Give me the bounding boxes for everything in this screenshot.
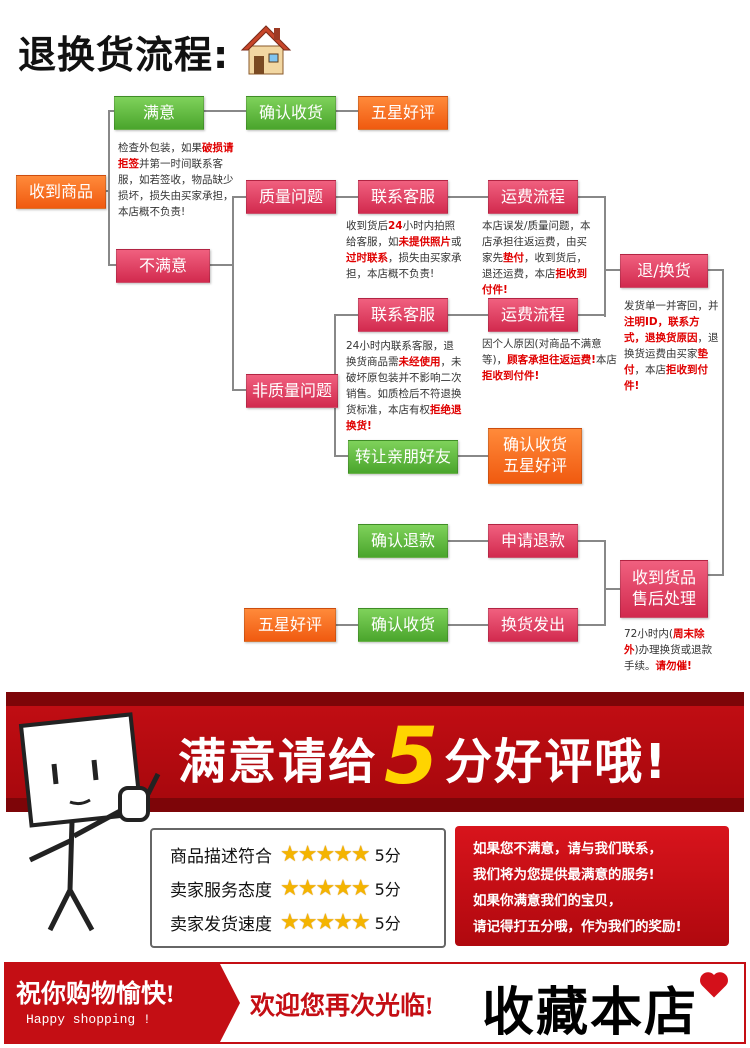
- five-star-box: 五星好评: [358, 96, 448, 130]
- plea-line: 如果您不满意，请与我们联系，: [473, 841, 662, 857]
- five-star-box-2: 五星好评: [244, 608, 336, 642]
- plea-line: 我们将为您提供最满意的服务!: [473, 867, 655, 883]
- banner-text: 满意请给 5 分好评哦!: [178, 712, 668, 802]
- happy-cn: 祝你购物愉快!: [16, 981, 175, 1008]
- exchange-ship-box: 换货发出: [488, 608, 578, 642]
- confirm-five-line1: 确认收货: [502, 435, 567, 455]
- banner-text-b: 分好评哦!: [444, 734, 669, 790]
- freight-flow-box-1: 运费流程: [488, 180, 578, 214]
- banner-text-num: 5: [384, 712, 439, 802]
- aftersale-line2: 售后处理: [631, 589, 696, 608]
- apply-refund-box: 申请退款: [488, 524, 578, 558]
- heart-icon: [700, 972, 728, 998]
- quality-issue-note: 收到货后24小时内拍照给客服，如未提供照片或过时联系，损失由买家承担，本店概不负…: [346, 220, 462, 280]
- happy-box: 祝你购物愉快! Happy shopping !: [6, 964, 220, 1042]
- footer-bar: 祝你购物愉快! Happy shopping ! 欢迎您再次光临! 收藏本店: [4, 962, 746, 1044]
- confirm-refund-box: 确认退款: [358, 524, 448, 558]
- freight-flow-box-2: 运费流程: [488, 298, 578, 332]
- rating-score: 5分: [374, 880, 401, 899]
- received-goods-box: 收到商品: [16, 175, 106, 209]
- confirm-five-line2: 五星好评: [502, 456, 567, 475]
- rating-label: 卖家服务态度: [170, 880, 272, 901]
- welcome-text: 欢迎您再次光临!: [250, 993, 434, 1020]
- star-icon: ★★★★★: [280, 875, 371, 901]
- rating-row: 卖家发货速度 ★★★★★ 5分: [170, 909, 401, 935]
- transfer-friend-box: 转让亲朋好友: [348, 440, 458, 474]
- contact-plea-box: 如果您不满意，请与我们联系， 我们将为您提供最满意的服务! 如果你满意我们的宝贝…: [455, 826, 729, 946]
- satisfied-box: 满意: [114, 96, 204, 130]
- contact-service-box-1: 联系客服: [358, 180, 448, 214]
- rating-row: 商品描述符合 ★★★★★ 5分: [170, 841, 401, 867]
- page-title: 退换货流程:: [18, 33, 230, 77]
- aftersale-line1: 收到货品: [631, 568, 696, 588]
- plea-line: 请记得打五分哦，作为我们的奖励!: [473, 919, 682, 935]
- non-quality-issue-box: 非质量问题: [246, 374, 338, 408]
- freight-quality-note: 本店误发/质量问题，本店承担往返运费，由买家先垫付，收到货后，退还运费，本店拒收…: [482, 220, 591, 296]
- contact-service-box-2: 联系客服: [358, 298, 448, 332]
- rating-score: 5分: [374, 914, 401, 933]
- rating-panel: 商品描述符合 ★★★★★ 5分 卖家服务态度 ★★★★★ 5分 卖家发货速度 ★…: [150, 828, 446, 948]
- thumbs-up-icon: [18, 712, 161, 932]
- quality-issue-box: 质量问题: [246, 180, 336, 214]
- return-exchange-box: 退/换货: [620, 254, 708, 288]
- rating-label: 商品描述符合: [170, 846, 272, 867]
- non-quality-note: 24小时内联系客服，退换货商品需未经使用，未破坏原包装并不影响二次销售。如质检后…: [346, 340, 462, 432]
- confirm-receipt-box: 确认收货: [246, 96, 336, 130]
- house-icon: [240, 25, 292, 75]
- confirm-five-star-box: 确认收货 五星好评: [488, 428, 582, 484]
- favorite-store-link[interactable]: 收藏本店: [482, 985, 699, 1042]
- check-package-note: 检查外包装，如果破损请拒签并第一时间联系客服，如若签收，物品缺少损坏，损失由买家…: [118, 142, 234, 218]
- rating-label: 卖家发货速度: [170, 914, 272, 935]
- arrow-icon: [220, 964, 240, 1042]
- return-exchange-note: 发货单一并寄回，并注明ID，联系方式，退换货原因，退换货运费由买家垫付，本店拒收…: [624, 300, 719, 392]
- aftersale-note: 72小时内(周末除外)办理换货或退款手续。请勿催!: [624, 628, 713, 672]
- star-icon: ★★★★★: [280, 909, 371, 935]
- banner-text-a: 满意请给: [178, 734, 379, 790]
- aftersale-box: 收到货品 售后处理: [620, 560, 708, 618]
- plea-line: 如果你满意我们的宝贝，: [473, 893, 622, 909]
- happy-en: Happy shopping !: [26, 1012, 151, 1027]
- freight-personal-note: 因个人原因(对商品不满意等)，顾客承担往返运费!本店拒收到付件!: [482, 338, 617, 382]
- rating-row: 卖家服务态度 ★★★★★ 5分: [170, 875, 401, 901]
- confirm-receipt-box-2: 确认收货: [358, 608, 448, 642]
- star-icon: ★★★★★: [280, 841, 371, 867]
- unsatisfied-box: 不满意: [116, 249, 210, 283]
- rating-score: 5分: [374, 846, 401, 865]
